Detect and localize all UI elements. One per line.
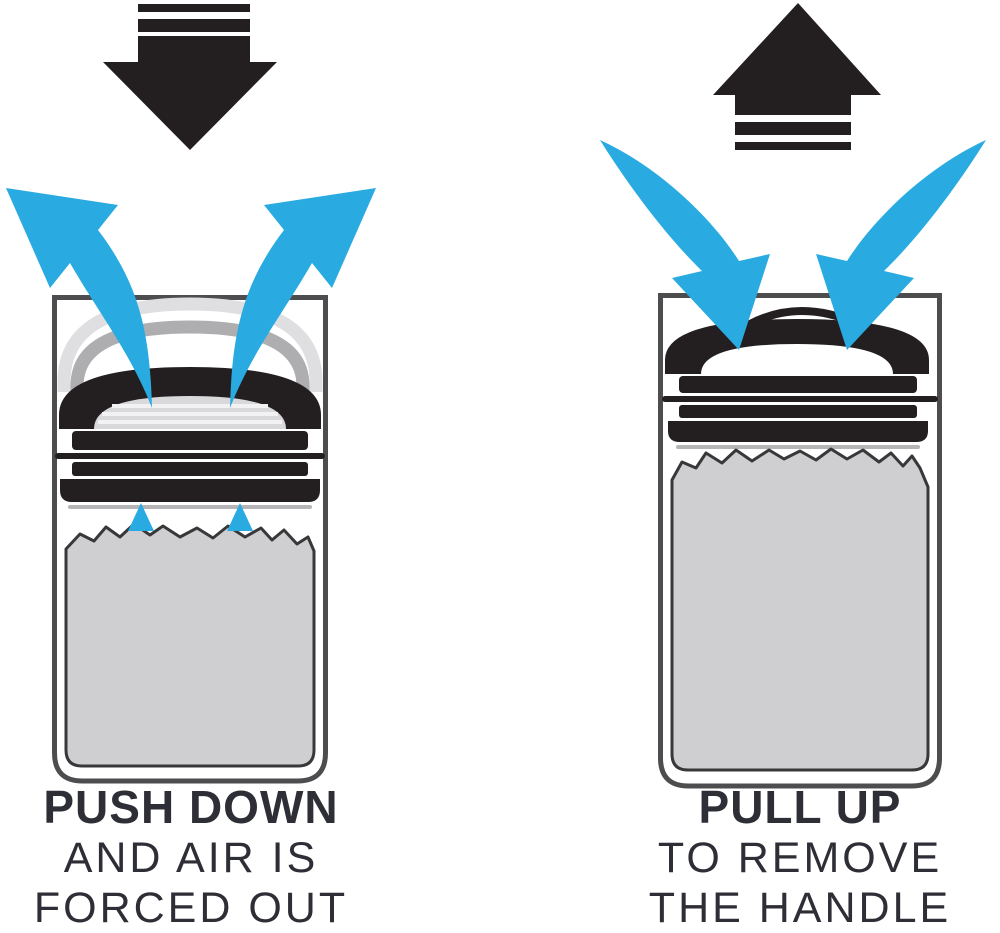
lid-band <box>72 431 308 450</box>
air-flow-in-right-icon <box>816 140 986 350</box>
handle-stripe <box>112 404 268 408</box>
caption-action-pull-up: PULL UP <box>698 781 902 833</box>
lid-band <box>679 405 917 418</box>
air-flow-out-left-icon <box>6 188 152 408</box>
caption-detail-line: FORCED OUT <box>33 884 349 932</box>
caption-detail-line: AND AIR IS <box>63 834 319 882</box>
caption-detail-line: THE HANDLE <box>648 884 952 932</box>
air-flow-in-left-icon <box>600 140 770 350</box>
air-bubble-icon <box>227 503 253 531</box>
arrow-down-icon <box>103 4 277 150</box>
lid-shadow-line <box>676 445 920 449</box>
lid-band <box>679 376 917 393</box>
handle-motion-ghost-inner <box>70 320 310 396</box>
caption-action-push-down: PUSH DOWN <box>43 781 339 833</box>
handle-motion-ghost-outer <box>57 297 323 392</box>
lid-band-wide <box>60 479 320 502</box>
push-down-panel <box>6 4 376 784</box>
handle-stripe <box>102 412 278 416</box>
handle-stripe <box>98 420 282 424</box>
air-bubble-icon <box>128 503 154 531</box>
lid-band-wide <box>668 421 928 442</box>
caption-detail-line: TO REMOVE <box>657 834 943 882</box>
lid-band-thin <box>55 453 325 459</box>
pull-up-panel <box>600 3 986 789</box>
lid-band-thin <box>662 396 938 402</box>
lid-shadow-line <box>68 505 312 509</box>
air-flow-out-right-icon <box>230 188 376 408</box>
arrow-up-icon <box>713 3 881 150</box>
pull-up-caption: PULL UP TO REMOVE THE HANDLE <box>606 782 994 933</box>
lid-band <box>72 462 308 476</box>
push-down-caption: PUSH DOWN AND AIR IS FORCED OUT <box>0 782 382 933</box>
food-contents-right <box>670 447 930 772</box>
food-contents-left <box>64 522 316 768</box>
handle-raised-opening <box>701 344 893 374</box>
